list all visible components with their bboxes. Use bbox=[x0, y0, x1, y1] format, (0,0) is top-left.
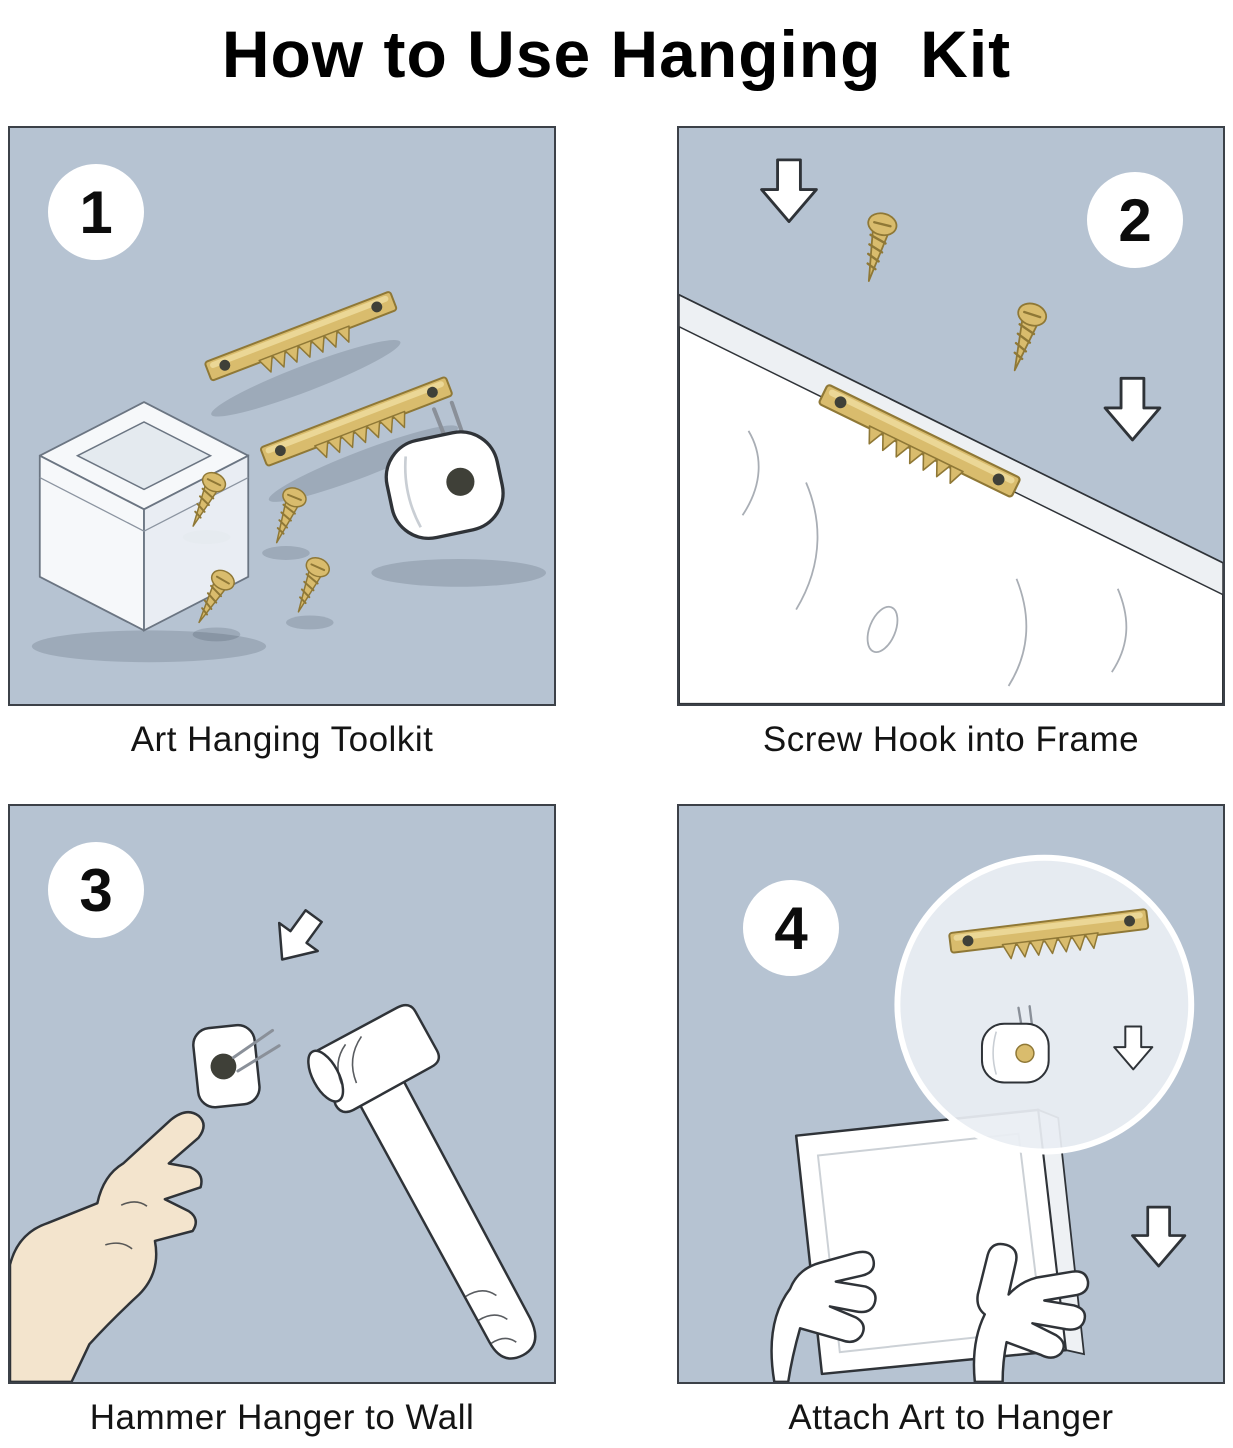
step-number: 4 bbox=[774, 894, 808, 962]
step-number: 1 bbox=[79, 178, 113, 246]
screw-icon bbox=[999, 298, 1051, 376]
step-number: 3 bbox=[79, 856, 113, 924]
step-number-badge: 3 bbox=[48, 842, 144, 938]
panel-4: 4 bbox=[677, 804, 1225, 1384]
step-caption: Hammer Hanger to Wall bbox=[89, 1398, 475, 1437]
panel-3: 3 bbox=[8, 804, 556, 1384]
magnifier-circle bbox=[894, 854, 1195, 1155]
screw-icon bbox=[264, 483, 310, 548]
steps-grid: 1 Art Hanging Toolkit bbox=[8, 126, 1225, 1438]
screw-icon bbox=[286, 553, 334, 618]
hook-screw-icon bbox=[1015, 1043, 1035, 1063]
step-caption: Screw Hook into Frame bbox=[762, 720, 1140, 759]
step-2: 2 Screw Hook into Frame bbox=[677, 126, 1225, 760]
step-number-badge: 2 bbox=[1087, 172, 1183, 268]
hand-icon bbox=[10, 1110, 205, 1382]
panel-2: 2 bbox=[677, 126, 1225, 706]
step-caption: Art Hanging Toolkit bbox=[130, 720, 434, 759]
instruction-sheet: How to Use Hanging Kit bbox=[0, 16, 1233, 1448]
arrow-down-left-icon bbox=[261, 900, 335, 975]
step-number-badge: 1 bbox=[48, 164, 144, 260]
picture-hanger-icon bbox=[192, 1023, 281, 1109]
attach-art-illustration bbox=[770, 854, 1195, 1382]
screw-hook-illustration bbox=[679, 158, 1223, 704]
step-number-badge: 4 bbox=[743, 880, 839, 976]
panel-1: 1 bbox=[8, 126, 556, 706]
storage-box-icon bbox=[38, 401, 250, 632]
frame-board-icon bbox=[679, 293, 1223, 704]
step-number: 2 bbox=[1118, 186, 1152, 254]
screw-icon bbox=[853, 209, 901, 286]
left-hand-icon bbox=[770, 1250, 877, 1382]
arrow-down-icon bbox=[1131, 1205, 1187, 1268]
step-4: 4 Attach Art to Hanger bbox=[677, 804, 1225, 1438]
toolkit-illustration bbox=[31, 290, 547, 663]
arrow-down-icon bbox=[760, 158, 818, 223]
arrow-down-icon bbox=[1103, 376, 1162, 442]
right-hand-icon bbox=[972, 1242, 1090, 1382]
step-3: 3 Hammer Hanger to Wall bbox=[8, 804, 556, 1438]
step-1: 1 Art Hanging Toolkit bbox=[8, 126, 556, 760]
hammer-icon bbox=[307, 1003, 537, 1360]
page-title: How to Use Hanging Kit bbox=[221, 17, 1012, 91]
step-caption: Attach Art to Hanger bbox=[788, 1398, 1114, 1437]
hammer-illustration bbox=[10, 900, 537, 1382]
